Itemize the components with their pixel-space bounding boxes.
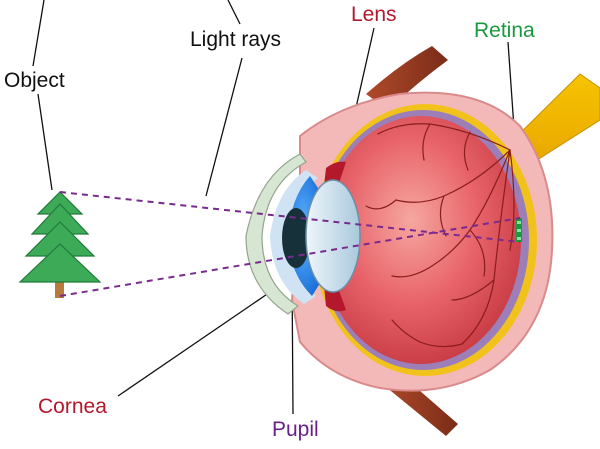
retina-image-marker [516, 218, 522, 242]
pupil-label: Pupil [272, 418, 319, 441]
light-rays [59, 191, 521, 297]
light-rays-leader-bottom [205, 57, 243, 197]
pupil [282, 208, 310, 268]
upper-muscle [366, 46, 448, 110]
cornea-leader [117, 287, 277, 397]
object-leader-top [32, 0, 45, 67]
tree-object [18, 191, 102, 298]
tree-trunk [55, 280, 64, 298]
light-rays-label: Light rays [190, 28, 282, 51]
light-ray-bottom [59, 217, 521, 297]
cornea-label: Cornea [38, 395, 107, 418]
lens [305, 179, 361, 293]
light-ray-top [59, 191, 521, 243]
light-rays-leader-top [227, 0, 241, 25]
retina-label: Retina [474, 19, 535, 42]
cornea [270, 170, 318, 304]
object-label: Object [4, 69, 65, 92]
lens-label: Lens [351, 3, 397, 26]
cornea-sheath [245, 153, 307, 315]
object-leader-bottom [37, 93, 53, 191]
eyeball-interior [321, 116, 521, 364]
